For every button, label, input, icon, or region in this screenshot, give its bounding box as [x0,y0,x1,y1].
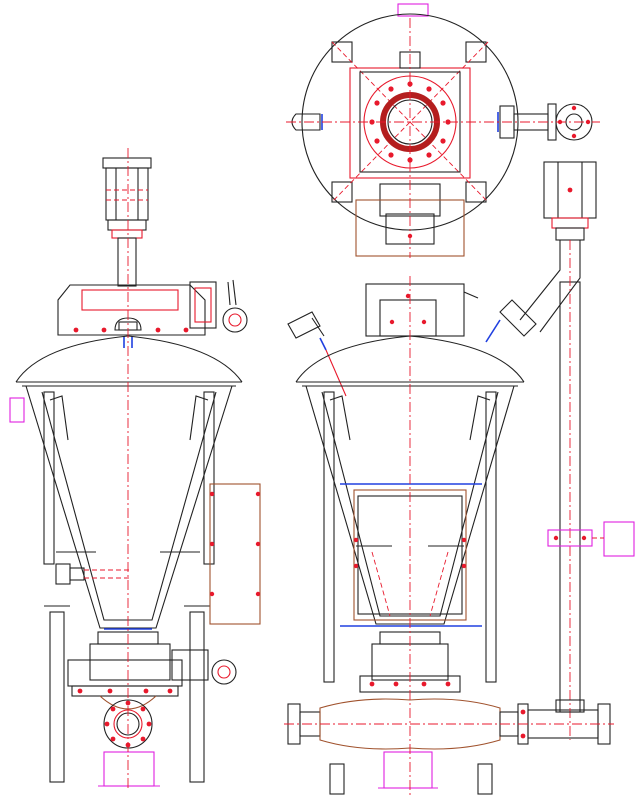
vertical-riser [485,161,635,740]
side-view [284,276,614,796]
middle-filter-frame [340,483,482,627]
conveying-pipe [284,698,614,750]
outlet-flange [98,699,160,787]
angled-sensor [287,311,347,397]
front-view [9,148,261,790]
discharge-valve-box [209,483,261,625]
support-legs [43,391,215,783]
top-view [286,3,600,258]
header-box [57,279,248,336]
top-flange-bolts [369,81,451,163]
vessel-body [9,335,243,629]
top-valve-actuator [102,157,152,287]
bottom-valve [67,628,237,710]
cone-nozzle [55,563,130,585]
